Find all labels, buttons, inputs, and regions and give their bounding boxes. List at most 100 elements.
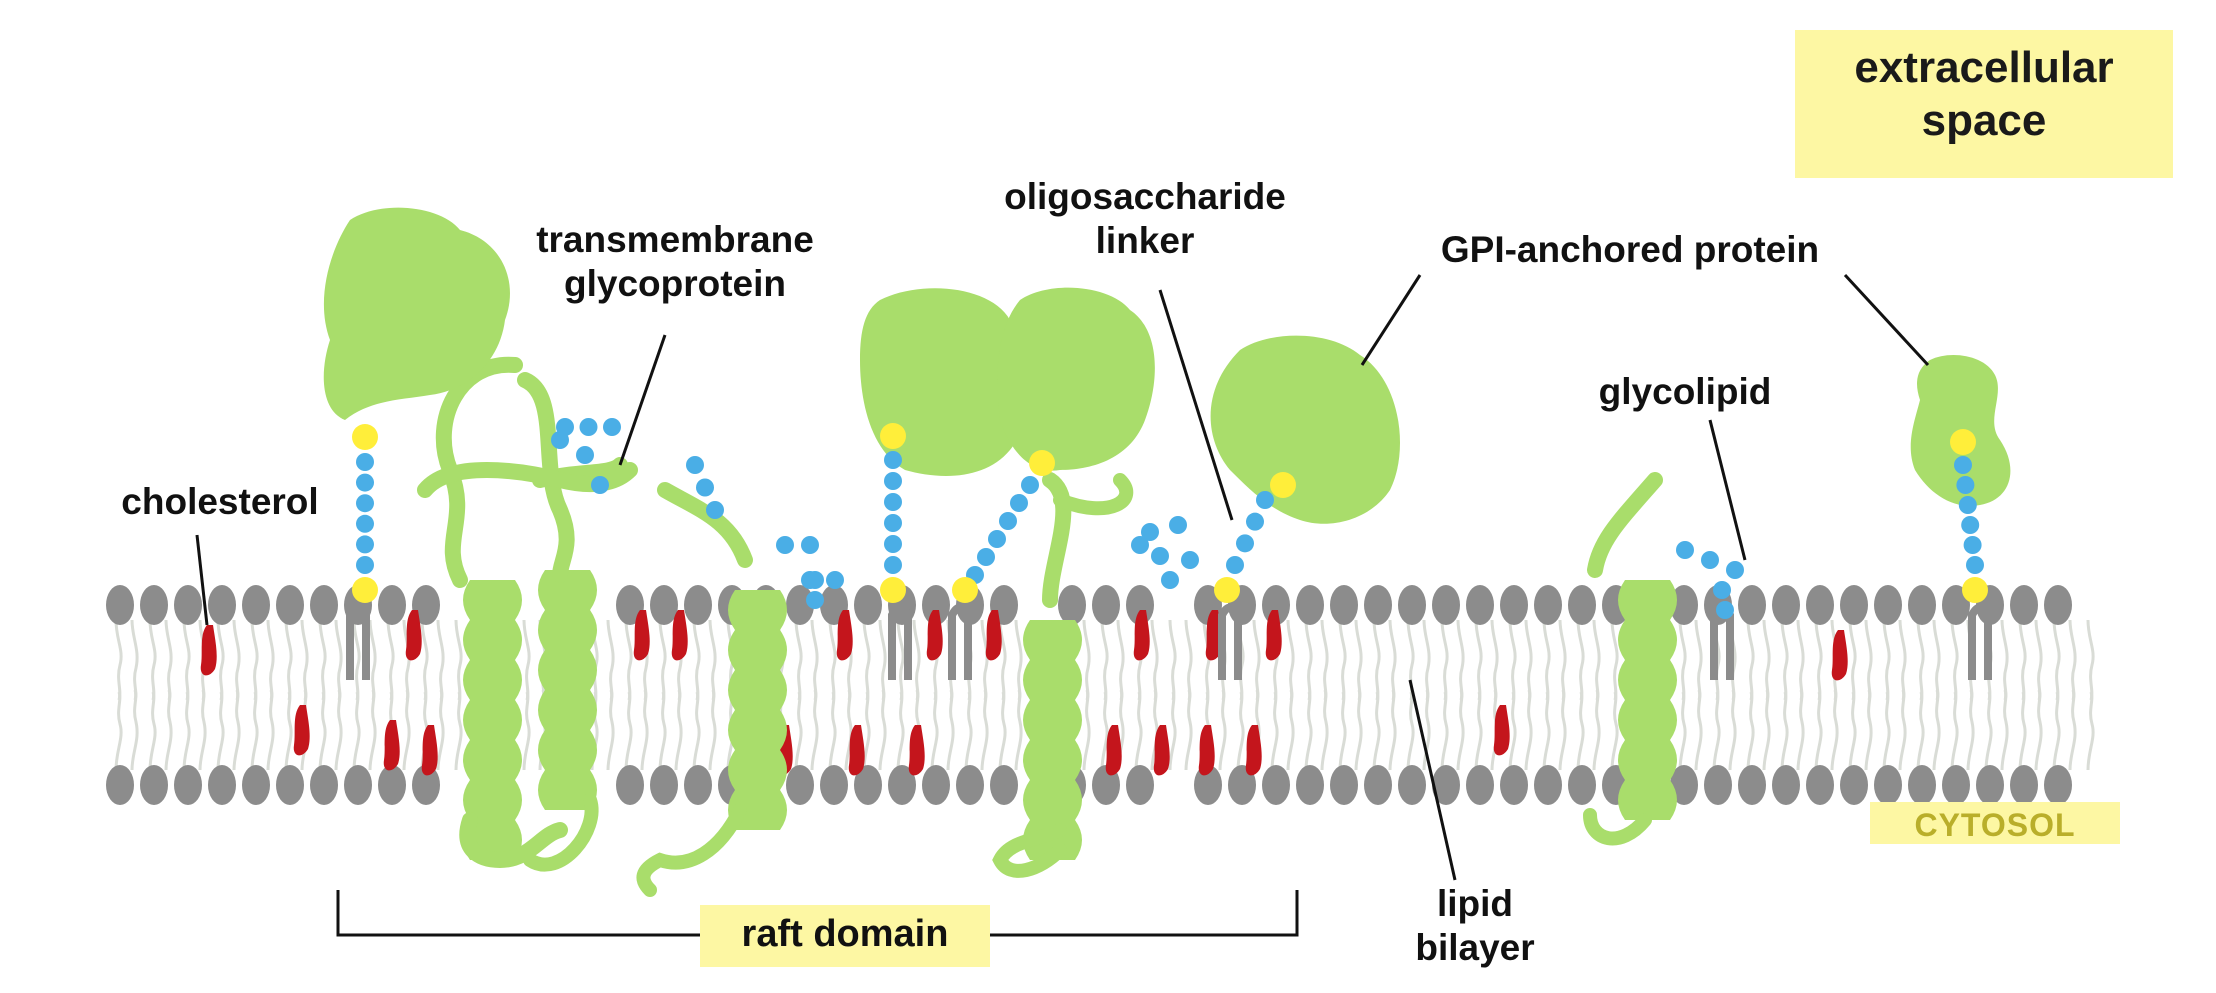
lipid-head	[208, 585, 236, 625]
cytosol-label-box	[1870, 802, 2120, 844]
lipid-head	[1398, 765, 1426, 805]
sugar-unit	[1151, 547, 1169, 565]
lipid-head	[1704, 765, 1732, 805]
sugar-unit	[806, 591, 824, 609]
raft-label-box	[700, 905, 990, 967]
lipid-head	[1908, 585, 1936, 625]
sugar-unit	[686, 456, 704, 474]
cholesterol-group	[200, 610, 1848, 776]
cholesterol-molecule	[1205, 610, 1222, 661]
lipid-head	[888, 765, 916, 805]
sugar-base	[952, 577, 978, 603]
sugar-unit	[884, 556, 902, 574]
lipid-head	[208, 765, 236, 805]
sugar-unit	[1961, 516, 1980, 534]
lipid-head	[310, 765, 338, 805]
leader-glycolipid	[1708, 419, 1747, 561]
sugar-unit	[603, 418, 621, 436]
sugar-unit	[1963, 536, 1982, 554]
lipid-head	[1942, 765, 1970, 805]
lipid-head	[1398, 585, 1426, 625]
sugar-base	[1962, 577, 1988, 603]
lipid-head	[1500, 765, 1528, 805]
transmembrane-glycoprotein-multipass	[323, 207, 638, 872]
lipid-head	[650, 765, 678, 805]
lipid-head	[990, 765, 1018, 805]
lipid-head	[684, 765, 712, 805]
lipid-head	[344, 765, 372, 805]
sugar-unit	[776, 536, 794, 554]
cholesterol-molecule	[1831, 630, 1848, 681]
glycolipid-tail	[346, 603, 370, 680]
lipid-head	[854, 585, 882, 625]
extracellular-line2: space	[1921, 95, 2047, 145]
sugar-unit	[884, 493, 902, 511]
cholesterol-molecule	[836, 610, 853, 661]
sugar-unit	[884, 535, 902, 553]
lipid-head	[956, 765, 984, 805]
sugar-unit	[1716, 601, 1734, 619]
sugar-unit	[1131, 536, 1149, 554]
lipid-head	[1534, 585, 1562, 625]
cholesterol-molecule	[633, 610, 650, 661]
lipid-head	[106, 765, 134, 805]
sugar-unit	[884, 451, 902, 469]
sugar-unit	[801, 536, 819, 554]
lipid-head	[276, 585, 304, 625]
cytosol-label: CYTOSOL	[1914, 807, 2076, 843]
sugar-unit	[1169, 516, 1187, 534]
lipid-head	[1806, 765, 1834, 805]
lipid-head	[378, 765, 406, 805]
lipid-head	[378, 585, 406, 625]
lipid-head	[1806, 585, 1834, 625]
sugar-base	[1029, 450, 1055, 476]
lipid-head	[1874, 765, 1902, 805]
sugar-unit	[1141, 523, 1159, 541]
sugar-unit	[551, 431, 569, 449]
lipid-head	[1126, 765, 1154, 805]
glycolipid-tail	[1218, 603, 1242, 680]
lipid-head	[1738, 585, 1766, 625]
cholesterol-molecule	[1133, 610, 1150, 661]
lipid-head	[1976, 765, 2004, 805]
oligosaccharide-linker-label: oligosaccharide linker	[965, 175, 1325, 264]
lipid-head	[1738, 765, 1766, 805]
single-pass-protein-right	[1583, 472, 1677, 846]
single-pass-protein-1	[636, 482, 787, 897]
lipid-head	[140, 765, 168, 805]
leader-cholesterol	[195, 534, 209, 626]
leader-gpi-small	[1843, 273, 1930, 367]
lipid-head	[242, 765, 270, 805]
lipid-head	[412, 765, 440, 805]
lipid-head	[1092, 585, 1120, 625]
sugar-unit	[884, 472, 902, 490]
lipid-head	[854, 765, 882, 805]
sugar-unit	[1958, 496, 1977, 514]
sugar-unit	[1954, 456, 1972, 474]
lipid-head	[106, 585, 134, 625]
lipid-head	[1840, 765, 1868, 805]
sugar-unit	[806, 571, 824, 589]
extracellular-label-box	[1795, 30, 2173, 178]
sugar-unit	[1956, 476, 1975, 494]
sugar-unit	[1713, 581, 1731, 599]
lipid-head	[1670, 765, 1698, 805]
sugar-unit	[1181, 551, 1199, 569]
lipid-head	[174, 585, 202, 625]
cholesterol-molecule	[1105, 725, 1122, 776]
sugar-unit	[988, 530, 1006, 548]
leader-transmembrane	[618, 334, 667, 466]
sugar-unit	[999, 512, 1017, 530]
lipid-bilayer-label: lipid bilayer	[1390, 882, 1560, 971]
gpi-anchored-protein-label: GPI-anchored protein	[1440, 229, 1820, 270]
lipid-head	[276, 765, 304, 805]
extracellular-label: extracellular space	[1795, 42, 2173, 148]
sugar-unit	[576, 446, 594, 464]
lipid-head	[1364, 585, 1392, 625]
lipid-line1: lipid	[1436, 883, 1514, 924]
cholesterol-molecule	[848, 725, 865, 776]
sugar-unit	[356, 514, 374, 533]
lipid-head	[820, 765, 848, 805]
